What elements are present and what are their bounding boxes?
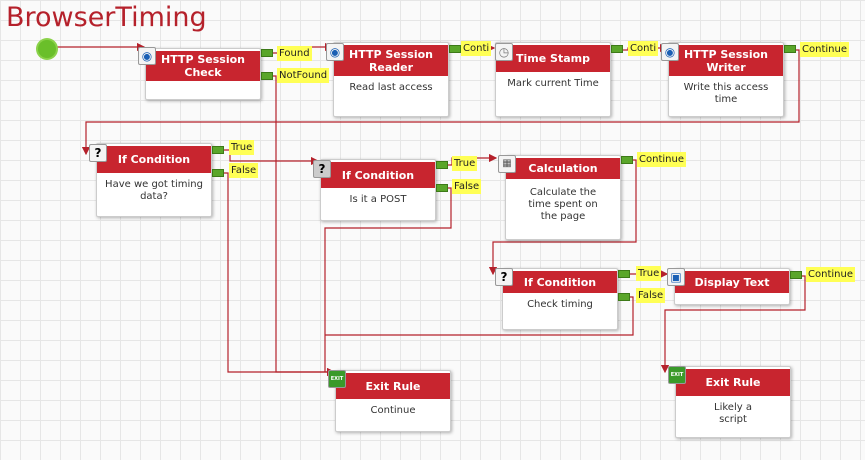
globe-icon: ◉	[326, 43, 344, 61]
wire-if3-false	[325, 296, 634, 336]
node-calculation[interactable]: Calculation Calculate the time spent on …	[505, 155, 621, 240]
node-title: Display Text	[675, 271, 789, 293]
node-http-session-check[interactable]: HTTP Session Check	[145, 48, 261, 100]
display-icon: ▣	[667, 268, 685, 286]
port-true[interactable]	[212, 146, 224, 154]
node-title: HTTP Session Reader	[334, 45, 448, 76]
label-true: True	[452, 156, 478, 171]
exit-icon: EXIT	[328, 370, 346, 388]
port-found[interactable]	[261, 49, 273, 57]
port-continue[interactable]	[611, 45, 623, 53]
node-if-condition-post[interactable]: If Condition Is it a POST	[320, 159, 436, 221]
calculator-icon: ▦	[498, 155, 516, 173]
port-notfound[interactable]	[261, 72, 273, 80]
exit-icon: EXIT	[668, 366, 686, 384]
label-false: False	[452, 179, 482, 194]
label-false: False	[229, 163, 259, 178]
port-continue[interactable]	[449, 45, 461, 53]
port-false[interactable]	[436, 184, 448, 192]
node-title: If Condition	[97, 146, 211, 173]
node-exit-rule-continue[interactable]: Exit Rule Continue	[335, 370, 451, 432]
globe-icon: ◉	[661, 43, 679, 61]
wire-if1-false	[224, 172, 336, 377]
node-title: Calculation	[506, 158, 620, 179]
node-title: HTTP Session Writer	[669, 45, 783, 76]
node-time-stamp[interactable]: Time Stamp Mark current Time	[495, 42, 611, 117]
node-if-condition-check-timing[interactable]: If Condition Check timing	[502, 268, 618, 330]
label-true: True	[229, 140, 255, 155]
wire-display-continue	[660, 275, 806, 374]
node-display-text[interactable]: Display Text	[674, 268, 790, 305]
wire-writer-continue	[81, 49, 800, 156]
label-continue: Conti	[461, 41, 492, 56]
label-continue: Continue	[637, 152, 686, 167]
port-continue[interactable]	[621, 156, 633, 164]
port-true[interactable]	[436, 161, 448, 169]
question-icon: ?	[89, 144, 107, 162]
globe-icon: ◉	[138, 47, 156, 65]
label-continue: Continue	[800, 42, 849, 57]
node-title: If Condition	[503, 271, 617, 293]
port-false[interactable]	[212, 169, 224, 177]
node-body: Is it a POST	[349, 194, 407, 205]
label-false: False	[636, 288, 666, 303]
node-title: If Condition	[321, 162, 435, 188]
label-found: Found	[277, 46, 312, 61]
question-icon: ?	[495, 268, 513, 286]
node-title: Time Stamp	[496, 45, 610, 72]
node-body: Continue	[370, 405, 416, 416]
port-true[interactable]	[618, 270, 630, 278]
node-if-condition-timing-data[interactable]: If Condition Have we got timing data?	[96, 143, 212, 217]
port-continue[interactable]	[784, 45, 796, 53]
label-true: True	[636, 266, 662, 281]
start-node[interactable]	[38, 40, 56, 58]
node-body: Write this access time	[683, 82, 769, 105]
node-body: Likely a script	[714, 402, 752, 425]
node-title: Exit Rule	[676, 369, 790, 396]
wire-calc-continue	[488, 159, 637, 276]
question-icon: ?	[313, 160, 331, 178]
port-continue[interactable]	[790, 271, 802, 279]
node-body: Read last access	[349, 82, 433, 93]
wire-if1-true	[224, 149, 320, 166]
node-exit-rule-script[interactable]: Exit Rule Likely a script	[675, 366, 791, 438]
node-title: HTTP Session Check	[146, 51, 260, 81]
node-title: Exit Rule	[336, 373, 450, 399]
label-notfound: NotFound	[277, 68, 330, 83]
wire-if2-false	[324, 187, 452, 372]
node-http-session-reader[interactable]: HTTP Session Reader Read last access	[333, 42, 449, 117]
port-false[interactable]	[618, 293, 630, 301]
clock-icon: ◷	[495, 43, 513, 61]
node-http-session-writer[interactable]: HTTP Session Writer Write this access ti…	[668, 42, 784, 117]
node-body: Check timing	[527, 299, 593, 310]
node-body: Have we got timing data?	[105, 179, 203, 202]
diagram-title: BrowserTiming	[6, 2, 207, 33]
node-body: Mark current Time	[507, 78, 599, 89]
label-continue: Continue	[806, 267, 855, 282]
node-body: Calculate the time spent on the page	[528, 187, 598, 222]
label-continue: Conti	[628, 41, 659, 56]
